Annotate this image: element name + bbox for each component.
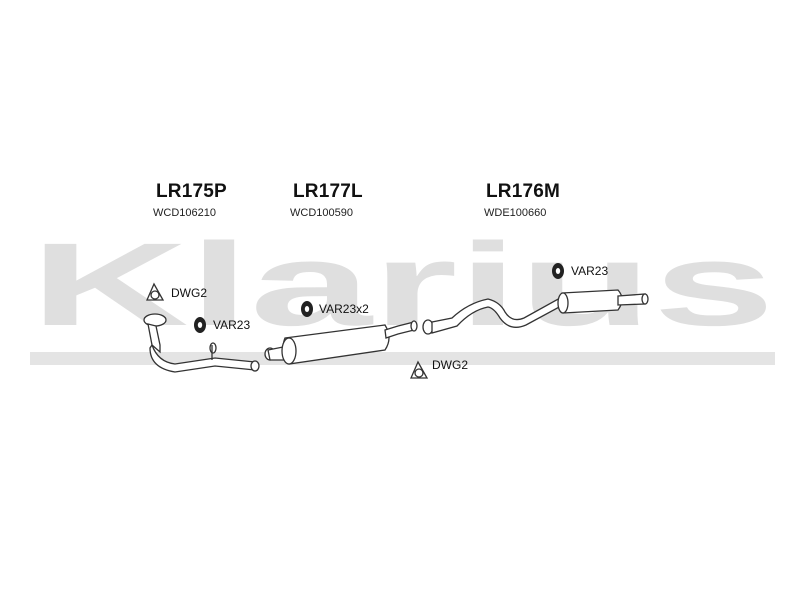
part-number-rear-silencer: LR176M <box>486 181 561 202</box>
rubber-hanger-icon <box>194 317 206 333</box>
accessory-label: VAR23 <box>213 318 251 332</box>
rubber-hanger-icon <box>301 301 313 317</box>
front-pipe-drawing <box>143 313 260 373</box>
accessory-label: DWG2 <box>432 358 468 372</box>
middle-silencer-drawing <box>264 320 418 365</box>
accessory-label: DWG2 <box>171 286 207 300</box>
part-code-front-pipe: WCD106210 <box>153 207 216 219</box>
rear-section-drawing <box>422 289 649 335</box>
gasket-icon <box>146 282 165 301</box>
gasket-icon <box>410 360 429 379</box>
accessory-label: VAR23x2 <box>319 302 369 316</box>
accessory-label: VAR23 <box>571 264 609 278</box>
part-number-middle-silencer: LR177L <box>293 181 363 202</box>
klarius-watermark: Klarius <box>30 219 775 365</box>
rubber-hanger-icon <box>552 263 564 279</box>
part-code-middle-silencer: WCD100590 <box>290 207 353 219</box>
part-code-rear-silencer: WDE100660 <box>484 207 547 219</box>
part-number-front-pipe: LR175P <box>156 181 227 202</box>
